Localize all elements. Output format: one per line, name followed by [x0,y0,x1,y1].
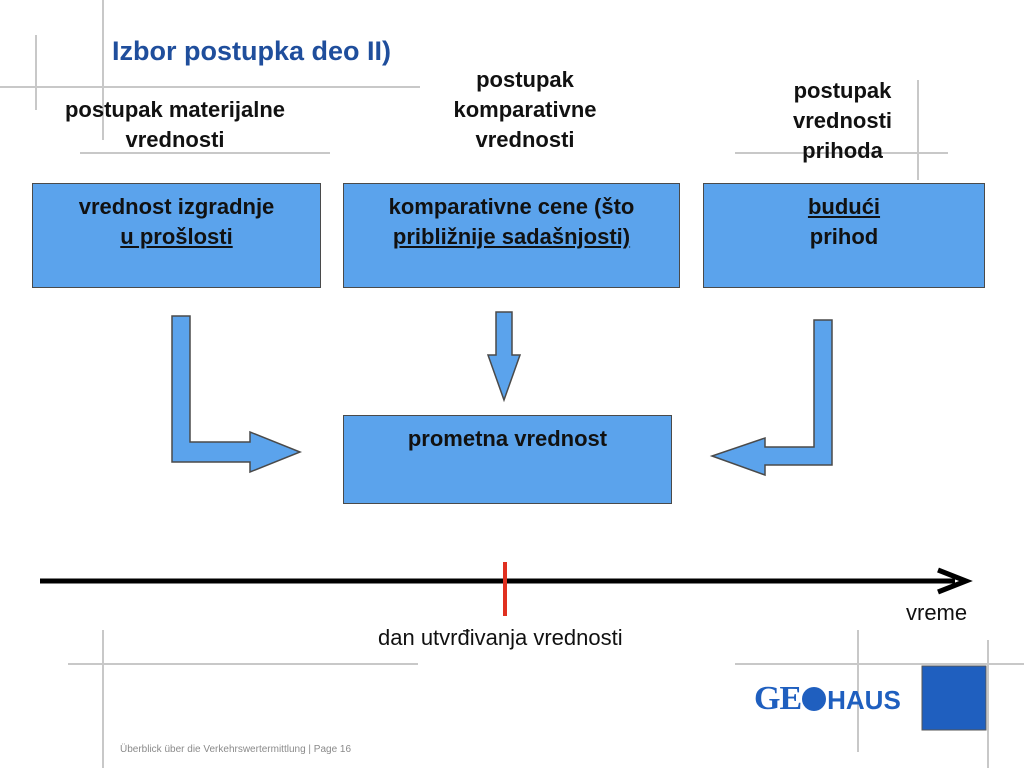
box-past-construction-value: vrednost izgradnje u prošlosti [32,183,321,288]
heading-material-value: postupak materijalne vrednosti [30,95,320,155]
box-line: budući [807,194,881,219]
box-market-value: prometna vrednost [343,415,672,504]
heading-income-value: postupak vrednosti prihoda [720,76,965,166]
heading-line: vrednosti [792,108,893,133]
box-line: komparativne cene (što [388,194,635,219]
box-line: približnije sadašnjosti) [392,224,631,249]
heading-line: vrednosti [475,127,575,152]
logo-square [921,665,987,731]
slide-footer: Überblick über die Verkehrswertermittlun… [120,744,352,755]
heading-line: komparativne [453,97,597,122]
logo-text-ge: GE [754,680,802,717]
box-line: prihod [809,224,879,249]
arrow-middle-to-result [486,311,522,403]
timeline-label-valuation-date: dan utvrđivanja vrednosti [378,625,623,650]
timeline-arrowhead [937,567,973,595]
box-future-income: budući prihod [703,183,985,288]
heading-line: postupak [476,67,574,92]
box-line: prometna vrednost [407,426,608,451]
geohaus-logo: GE HAUS [754,680,901,718]
heading-line: vrednosti [125,127,225,152]
arrow-right-to-result [709,319,833,477]
box-comparative-prices: komparativne cene (što približnije sadaš… [343,183,680,288]
box-line: u prošlosti [120,224,233,249]
heading-comparative-value: postupak komparativne vrednosti [380,65,670,155]
heading-line: prihoda [802,138,883,163]
arrow-left-to-result [171,315,303,474]
timeline-label-time: vreme [906,600,968,625]
heading-line: postupak [793,78,892,103]
logo-circle-icon [802,687,827,711]
box-line: vrednost izgradnje [78,194,275,219]
slide-title: Izbor postupka deo II) [112,36,392,66]
heading-line: postupak materijalne [64,97,286,122]
logo-text-haus: HAUS [827,685,901,715]
